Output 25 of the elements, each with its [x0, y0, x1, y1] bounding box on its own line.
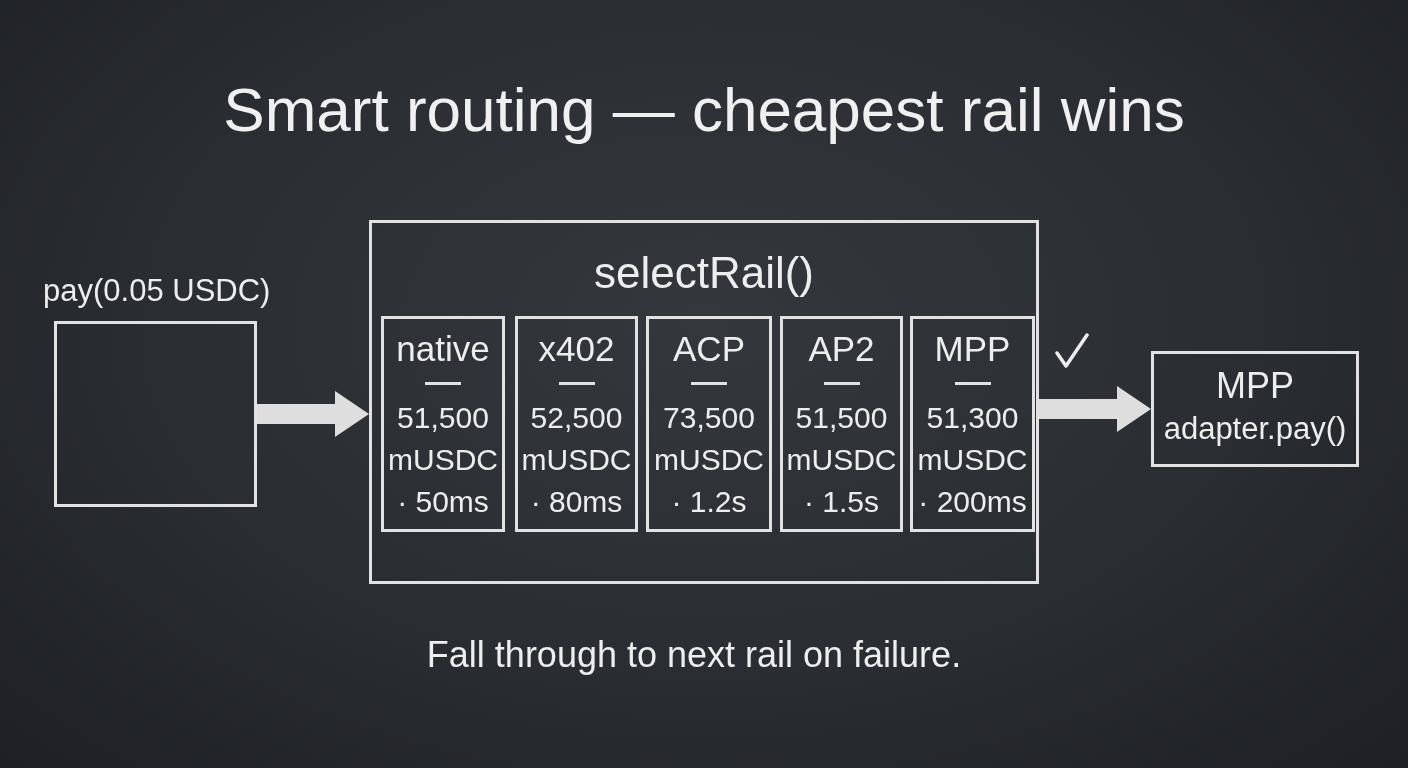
block-arrow	[1039, 386, 1151, 432]
rail-name: native	[396, 328, 490, 370]
function-box	[369, 220, 1039, 584]
caption: Fall through to next rail on failure.	[426, 633, 962, 677]
title: Smart routing — cheapest rail wins	[223, 74, 1185, 146]
function-name: selectRail()	[593, 247, 814, 299]
rail-cost: 51,500 mUSDC · 1.5s	[785, 400, 898, 520]
rail-cost: 52,500 mUSDC · 80ms	[520, 400, 633, 520]
rail-name: ACP	[673, 328, 745, 370]
rail-box	[910, 316, 1035, 532]
rail-cost: 51,500 mUSDC · 50ms	[387, 400, 499, 520]
adapter-name: MPP	[1216, 364, 1294, 408]
rail-box	[780, 316, 903, 532]
rail-name: AP2	[808, 328, 875, 370]
rail-box	[515, 316, 638, 532]
rail-box	[381, 316, 505, 532]
rail-cost: 51,300 mUSDC · 200ms	[916, 400, 1029, 520]
call-label: pay(0.05 USDC)	[43, 272, 271, 310]
method-call: adapter.pay()	[1163, 410, 1347, 448]
block-arrow	[257, 391, 369, 437]
rail-box	[646, 316, 772, 532]
adapter-box	[1151, 351, 1359, 467]
rail-cost: 73,500 mUSDC · 1.2s	[653, 400, 765, 520]
rail-name: x402	[538, 328, 615, 370]
rail-name: MPP	[934, 328, 1011, 370]
